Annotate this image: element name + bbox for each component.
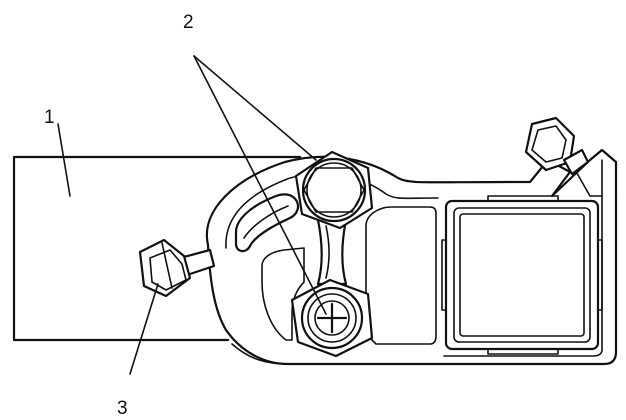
square-tube <box>441 195 603 355</box>
top-right-screw <box>524 116 590 176</box>
leader-line-2b <box>193 55 327 315</box>
callout-label-2: 2 <box>183 12 194 33</box>
upper-bolt <box>294 150 374 230</box>
link-arm <box>316 218 348 286</box>
callout-label-3: 3 <box>117 398 128 419</box>
leader-line-1 <box>57 123 71 197</box>
side-screw-part-3 <box>138 238 216 298</box>
leader-line-3 <box>129 283 159 375</box>
curved-slot <box>234 193 300 253</box>
leader-lines <box>57 55 327 375</box>
callout-label-1: 1 <box>44 107 55 128</box>
lower-bolt <box>290 278 374 358</box>
leader-line-2a <box>193 55 317 161</box>
beam-part-1 <box>12 155 302 342</box>
